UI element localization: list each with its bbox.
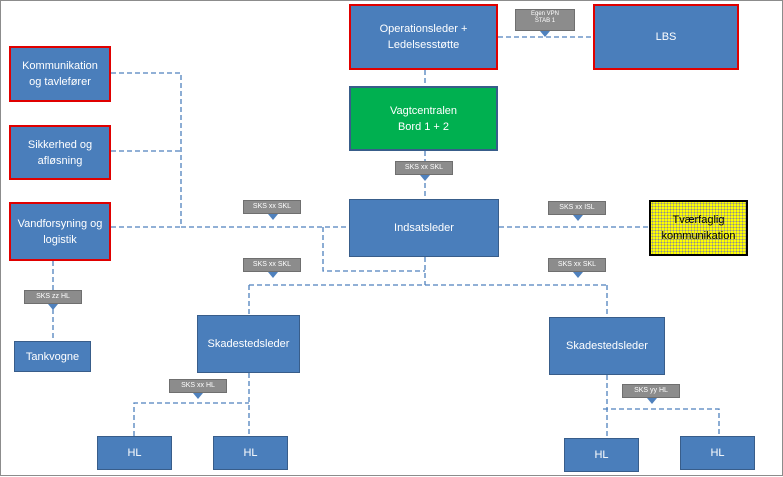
indsatsleder-label: Indsatsleder [394,222,454,234]
tankvogne-box: Tankvogne [14,341,91,372]
xx-hl-arrow-icon [193,393,203,399]
skadestedsleder-left-box: Skadestedsleder [197,315,300,373]
hl-box-2: HL [213,436,288,470]
skadestedsleder-left-label: Skadestedsleder [207,338,290,350]
zz-hl-arrow-icon [48,304,58,310]
tvaerfaglig-box: Tværfaglig kommunikation [649,200,748,256]
hl-label-2: HL [243,447,258,459]
vagt-skl-tag: SKS xx SKL [395,161,453,175]
egen-vpn-tag: Egen VPN STAB 1 [515,9,575,31]
indsatsleder-box: Indsatsleder [349,199,499,257]
lower-left-skl-arrow-icon [268,272,278,278]
lower-left-skl-tag: SKS xx SKL [243,258,301,272]
hl-box-3: HL [564,438,639,472]
egen-vpn-arrow-icon [540,31,550,37]
hl-label-3: HL [594,449,609,461]
hl-label-1: HL [127,447,142,459]
tvaerfaglig-label: Tværfaglig kommunikation [661,214,736,242]
left-skl-tag: SKS xx SKL [243,200,301,214]
isl-arrow-icon [573,215,583,221]
skadestedsleder-right-box: Skadestedsleder [549,317,665,375]
isl-tag: SKS xx ISL [548,201,606,215]
left-skl-arrow-icon [268,214,278,220]
vagt-skl-arrow-icon [420,175,430,181]
sikkerhed-box: Sikkerhed og afløsning [9,125,111,180]
yy-hl-tag: SKS yy HL [622,384,680,398]
vagtcentralen-box: Vagtcentralen Bord 1 + 2 [349,86,498,151]
lower-right-skl-tag: SKS xx SKL [548,258,606,272]
zz-hl-tag: SKS zz HL [24,290,82,304]
kommunikation-label: Kommunikation og tavlefører [22,60,98,88]
hl-box-4: HL [680,436,755,470]
vandforsyning-label: Vandforsyning og logistik [17,217,103,246]
yy-hl-arrow-icon [647,398,657,404]
operationsleder-label: Operationsleder + Ledelsesstøtte [379,23,468,51]
vagtcentralen-label: Vagtcentralen Bord 1 + 2 [389,104,458,133]
operationsleder-box: Operationsleder + Ledelsesstøtte [349,4,498,70]
lower-right-skl-arrow-icon [573,272,583,278]
hl-box-1: HL [97,436,172,470]
sikkerhed-label: Sikkerhed og afløsning [27,138,93,167]
hl-label-4: HL [710,447,725,459]
lbs-box: LBS [593,4,739,70]
tankvogne-label: Tankvogne [25,350,80,363]
xx-hl-tag: SKS xx HL [169,379,227,393]
kommunikation-box: Kommunikation og tavlefører [9,46,111,102]
vandforsyning-box: Vandforsyning og logistik [9,202,111,261]
lbs-label: LBS [655,31,677,43]
skadestedsleder-right-label: Skadestedsleder [566,340,648,352]
